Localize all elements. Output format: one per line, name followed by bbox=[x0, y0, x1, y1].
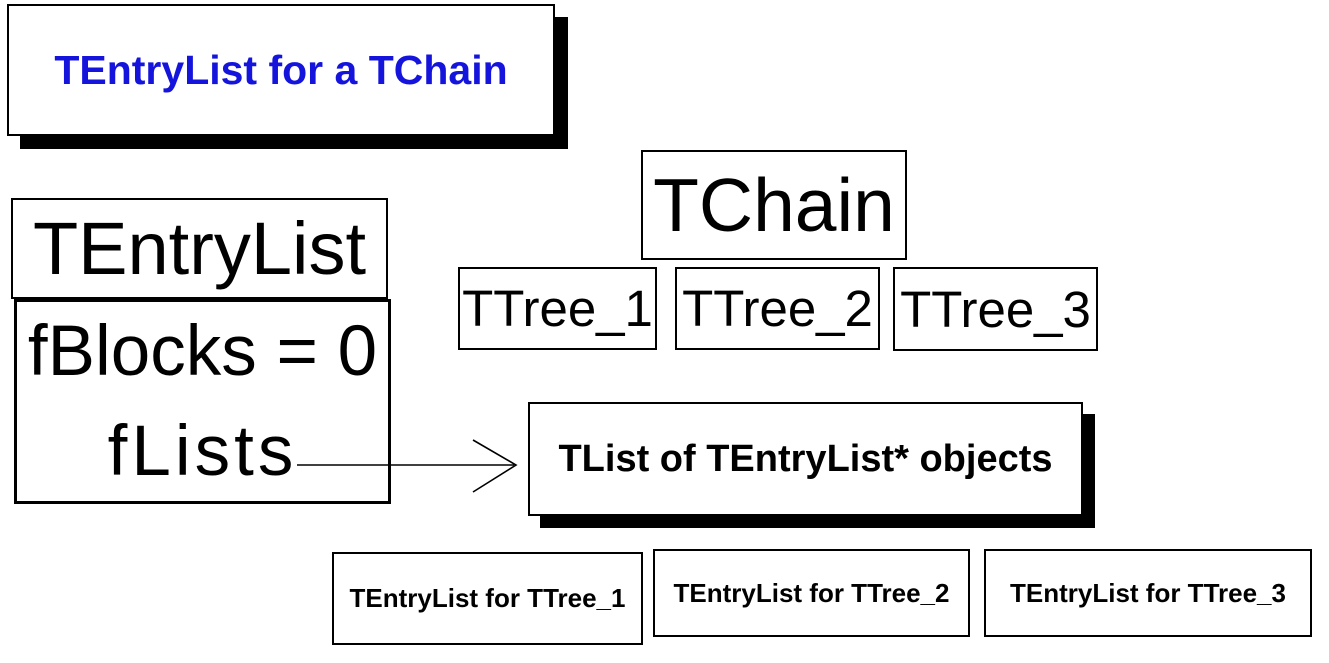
tchain-label: TChain bbox=[653, 163, 895, 247]
tlist-label: TList of TEntryList* objects bbox=[558, 437, 1053, 480]
diagram-title: TEntryList for a TChain bbox=[54, 46, 508, 93]
tentrylist-ttree1-box: TEntryList for TTree_1 bbox=[332, 552, 643, 645]
tentrylist-ttree2-label: TEntryList for TTree_2 bbox=[673, 577, 950, 608]
field-flists: fLists bbox=[107, 411, 298, 491]
ttree-1-box: TTree_1 bbox=[458, 267, 657, 350]
tentrylist-ttree3-box: TEntryList for TTree_3 bbox=[984, 549, 1312, 637]
tentrylist-ttree3-label: TEntryList for TTree_3 bbox=[1010, 577, 1286, 608]
tentrylist-ttree2-box: TEntryList for TTree_2 bbox=[653, 549, 970, 637]
tentrylist-fields-box: fBlocks = 0 fLists bbox=[14, 299, 391, 504]
ttree-1-label: TTree_1 bbox=[462, 280, 653, 337]
ttree-2-label: TTree_2 bbox=[682, 280, 873, 337]
ttree-2-box: TTree_2 bbox=[675, 267, 880, 350]
diagram-title-box: TEntryList for a TChain bbox=[7, 4, 555, 136]
tentrylist-class-box: TEntryList bbox=[11, 198, 388, 299]
tchain-box: TChain bbox=[641, 150, 907, 260]
tentrylist-ttree1-label: TEntryList for TTree_1 bbox=[349, 583, 626, 613]
tentrylist-class-name: TEntryList bbox=[32, 207, 367, 290]
field-fblocks: fBlocks = 0 bbox=[27, 312, 378, 392]
tlist-box: TList of TEntryList* objects bbox=[528, 402, 1083, 516]
ttree-3-label: TTree_3 bbox=[900, 280, 1091, 338]
ttree-3-box: TTree_3 bbox=[893, 267, 1098, 351]
